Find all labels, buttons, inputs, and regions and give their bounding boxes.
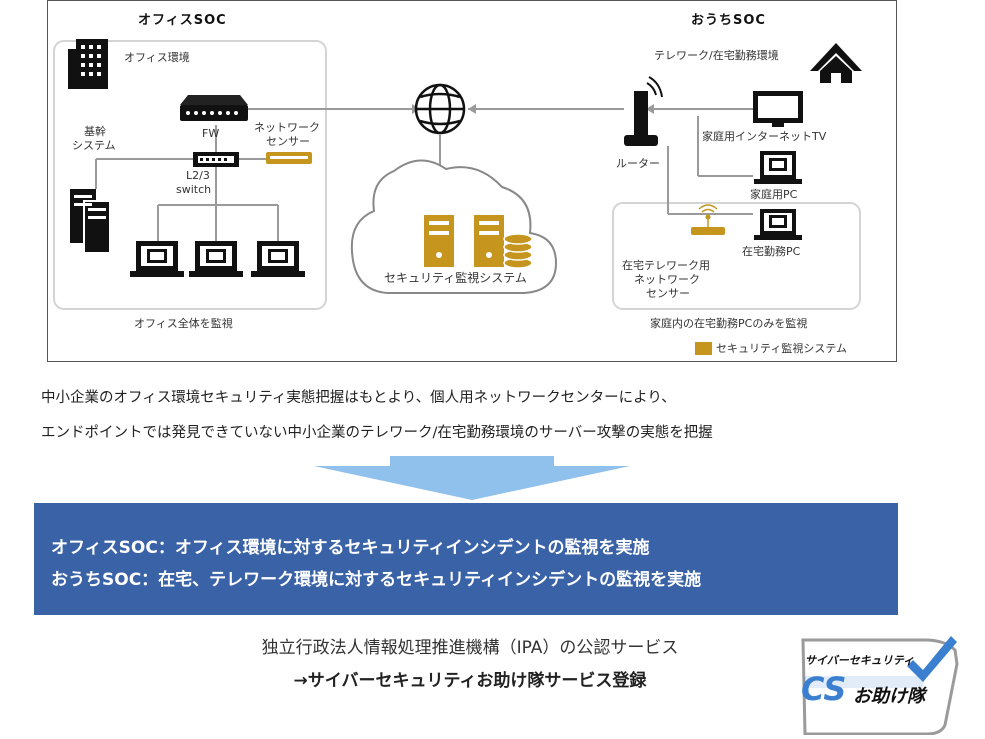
banner-line-1: オフィスSOC：オフィス環境に対するセキュリティインシデントの監視を実施	[51, 538, 650, 558]
connection-lines	[95, 108, 753, 241]
badge-top-text: サイバーセキュリティ	[805, 654, 915, 667]
office-sensor-label-2: センサー	[266, 135, 310, 148]
ipa-service-text: 独立行政法人情報処理推進機構（IPA）の公認サービス	[261, 638, 679, 658]
description-line-2: エンドポイントでは発見できていない中小企業のテレワーク/在宅勤務環境のサーバー攻…	[41, 425, 713, 441]
cloud-server-icon-1	[424, 215, 454, 267]
database-icon	[503, 233, 533, 269]
router-label: ルーター	[616, 157, 660, 170]
home-caption: 家庭内の在宅勤務PCのみを監視	[650, 317, 808, 330]
diagram-graphics	[53, 39, 862, 310]
legend-label: セキュリティ監視システム	[716, 342, 848, 355]
internet-globe-icon	[414, 83, 466, 135]
home-soc-title: おうちSOC	[691, 13, 766, 28]
work-pc-label: 在宅勤務PC	[742, 245, 801, 258]
badge-name-text: お助け隊	[853, 686, 925, 707]
legend-swatch	[695, 342, 712, 355]
home-env-label: テレワーク/在宅勤務環境	[654, 49, 779, 62]
house-icon	[810, 43, 862, 83]
work-pc-icon	[754, 209, 802, 240]
office-sensor-label-1: ネットワーク	[254, 121, 320, 134]
fw-label: FW	[202, 127, 220, 140]
office-env-box	[53, 40, 327, 310]
core-system-label-1: 基幹	[84, 125, 106, 138]
office-laptop-icon-1	[130, 241, 184, 277]
home-pc-icon	[754, 151, 802, 184]
registration-text: →サイバーセキュリティお助け隊サービス登録	[293, 671, 647, 691]
switch-icon	[193, 152, 239, 167]
core-system-label-2: システム	[72, 139, 116, 152]
home-sensor-label-3: センサー	[646, 287, 690, 300]
down-arrow	[314, 456, 630, 500]
home-pc-label: 家庭用PC	[750, 188, 798, 201]
banner-line-2: おうちSOC：在宅、テレワーク環境に対するセキュリティインシデントの監視を実施	[51, 570, 702, 590]
home-tv-label: 家庭用インターネットTV	[702, 130, 827, 143]
home-sensor-label-1: 在宅テレワーク用	[622, 259, 710, 272]
network-diagram: オフィスSOC おうちSOC オフィス環境 FW 基幹 システム L2/3 sw…	[47, 0, 897, 362]
office-building-icon	[68, 39, 108, 89]
switch-label-1: L2/3	[186, 169, 210, 182]
badge-cs-text: CS	[801, 670, 847, 708]
cloud-server-icon-2	[474, 215, 504, 267]
summary-banner: オフィスSOC：オフィス環境に対するセキュリティインシデントの監視を実施 おうち…	[34, 503, 898, 615]
home-monitor-box	[612, 202, 861, 310]
office-soc-title: オフィスSOC	[138, 13, 227, 28]
home-tv-icon	[753, 91, 803, 127]
core-system-servers-icon	[70, 189, 111, 254]
office-laptop-icon-2	[189, 241, 243, 277]
home-sensor-label-2: ネットワーク	[634, 273, 700, 286]
office-env-label: オフィス環境	[124, 51, 190, 64]
shield-icon	[801, 636, 959, 735]
office-network-sensor-icon	[266, 152, 312, 164]
office-caption: オフィス全体を監視	[134, 317, 233, 330]
home-network-sensor-icon	[691, 204, 725, 235]
cloud-label: セキュリティ監視システム	[384, 271, 527, 285]
office-laptop-icon-3	[251, 241, 305, 277]
firewall-icon	[180, 95, 248, 121]
description-line-1: 中小企業のオフィス環境セキュリティ実態把握はもとより、個人用ネットワークセンター…	[41, 390, 676, 406]
cs-otasuketai-logo: サイバーセキュリティ CS お助け隊	[795, 630, 965, 735]
router-icon	[624, 76, 663, 146]
switch-label-2: switch	[176, 183, 212, 196]
